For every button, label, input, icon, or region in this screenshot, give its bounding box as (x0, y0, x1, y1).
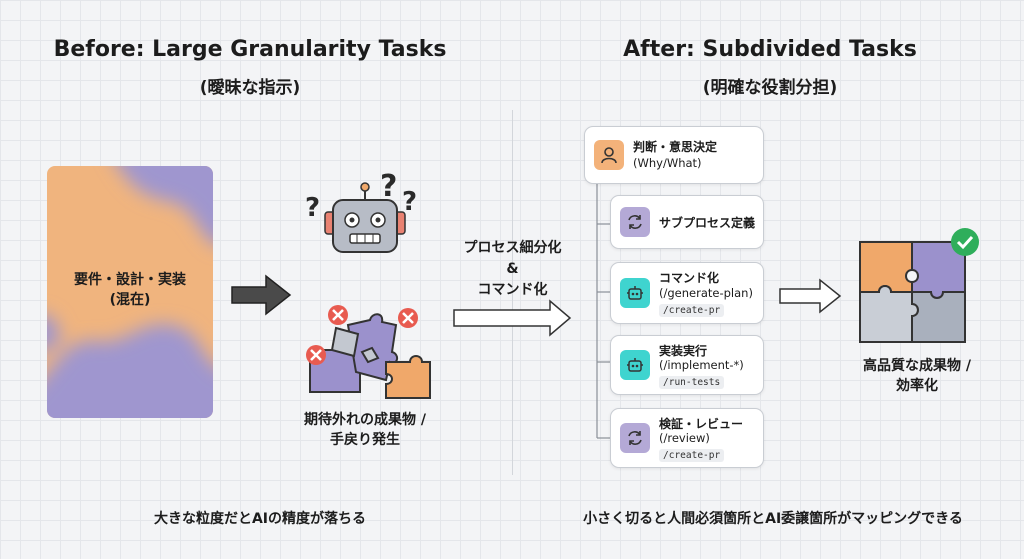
mixed-task-block: 要件・設計・実装 (混在) (47, 166, 213, 418)
after-result-line2: 効率化 (896, 378, 938, 394)
step-title: 検証・レビュー (659, 417, 744, 431)
before-bottom-caption: 大きな粒度だとAIの精度が落ちる (153, 511, 367, 527)
step-card-command: コマンド化 (/generate-plan) /create-pr (610, 262, 764, 324)
before-subtitle: (曖昧な指示) (199, 78, 301, 98)
step-card-subprocess: サブプロセス定義 (610, 195, 764, 249)
step-command-code: /create-pr (659, 449, 725, 462)
before-result-caption: 期待外れの成果物 / 手戻り発生 (295, 410, 435, 450)
svg-text:?: ? (402, 187, 417, 217)
step-subtitle: (/generate-plan) (659, 286, 753, 300)
before-result-line2: 手戻り発生 (330, 432, 400, 448)
after-result-line1: 高品質な成果物 / (863, 358, 971, 374)
svg-text:?: ? (380, 169, 397, 204)
step-command-code: /create-pr (659, 304, 725, 317)
step-subtitle: (/review) (659, 431, 710, 445)
step-subtitle: (/implement-*) (659, 358, 744, 372)
after-bottom-caption: 小さく切ると人間必須箇所とAI委譲箇所がマッピングできる (583, 511, 963, 527)
result-arrow (779, 278, 842, 314)
after-title: After: Subdivided Tasks (623, 37, 917, 62)
step-card-decision: 判断・意思決定 (Why/What) (584, 126, 764, 184)
step-card-implement: 実装実行 (/implement-*) /run-tests (610, 335, 764, 395)
broken-puzzle-icon (306, 305, 431, 399)
center-divider (512, 110, 513, 475)
step-command-code: /run-tests (659, 376, 725, 389)
before-result-line1: 期待外れの成果物 / (304, 412, 426, 428)
step-title: 判断・意思決定 (633, 140, 718, 154)
transition-label: プロセス細分化 & コマンド化 (445, 238, 580, 301)
after-subtitle: (明確な役割分担) (702, 78, 838, 98)
robot-icon (620, 278, 650, 308)
step-title: コマンド化 (659, 271, 720, 285)
transition-line1: プロセス細分化 (463, 240, 562, 256)
svg-text:?: ? (305, 193, 320, 223)
step-connector-lines (596, 180, 610, 439)
before-title: Before: Large Granularity Tasks (53, 37, 447, 62)
mixed-block-label-line1: 要件・設計・実装 (74, 272, 186, 288)
left-arrow (231, 274, 292, 316)
mixed-block-label: 要件・設計・実装 (混在) (47, 270, 213, 310)
mixed-block-label-line2: (混在) (109, 292, 151, 308)
refresh-icon (620, 207, 650, 237)
transition-arrow (453, 299, 572, 337)
step-card-review: 検証・レビュー (/review) /create-pr (610, 408, 764, 468)
step-title: サブプロセス定義 (659, 216, 756, 230)
after-result-caption: 高品質な成果物 / 効率化 (842, 356, 992, 396)
transition-line3: コマンド化 (477, 282, 548, 298)
step-title: 実装実行 (659, 344, 708, 358)
confused-robot-icon: ? ? ? (305, 169, 417, 253)
completed-puzzle-icon (859, 228, 979, 343)
refresh-icon (620, 423, 650, 453)
step-subtitle: (Why/What) (633, 156, 702, 170)
robot-icon (620, 350, 650, 380)
transition-line2: & (506, 261, 519, 277)
person-icon (594, 140, 624, 170)
